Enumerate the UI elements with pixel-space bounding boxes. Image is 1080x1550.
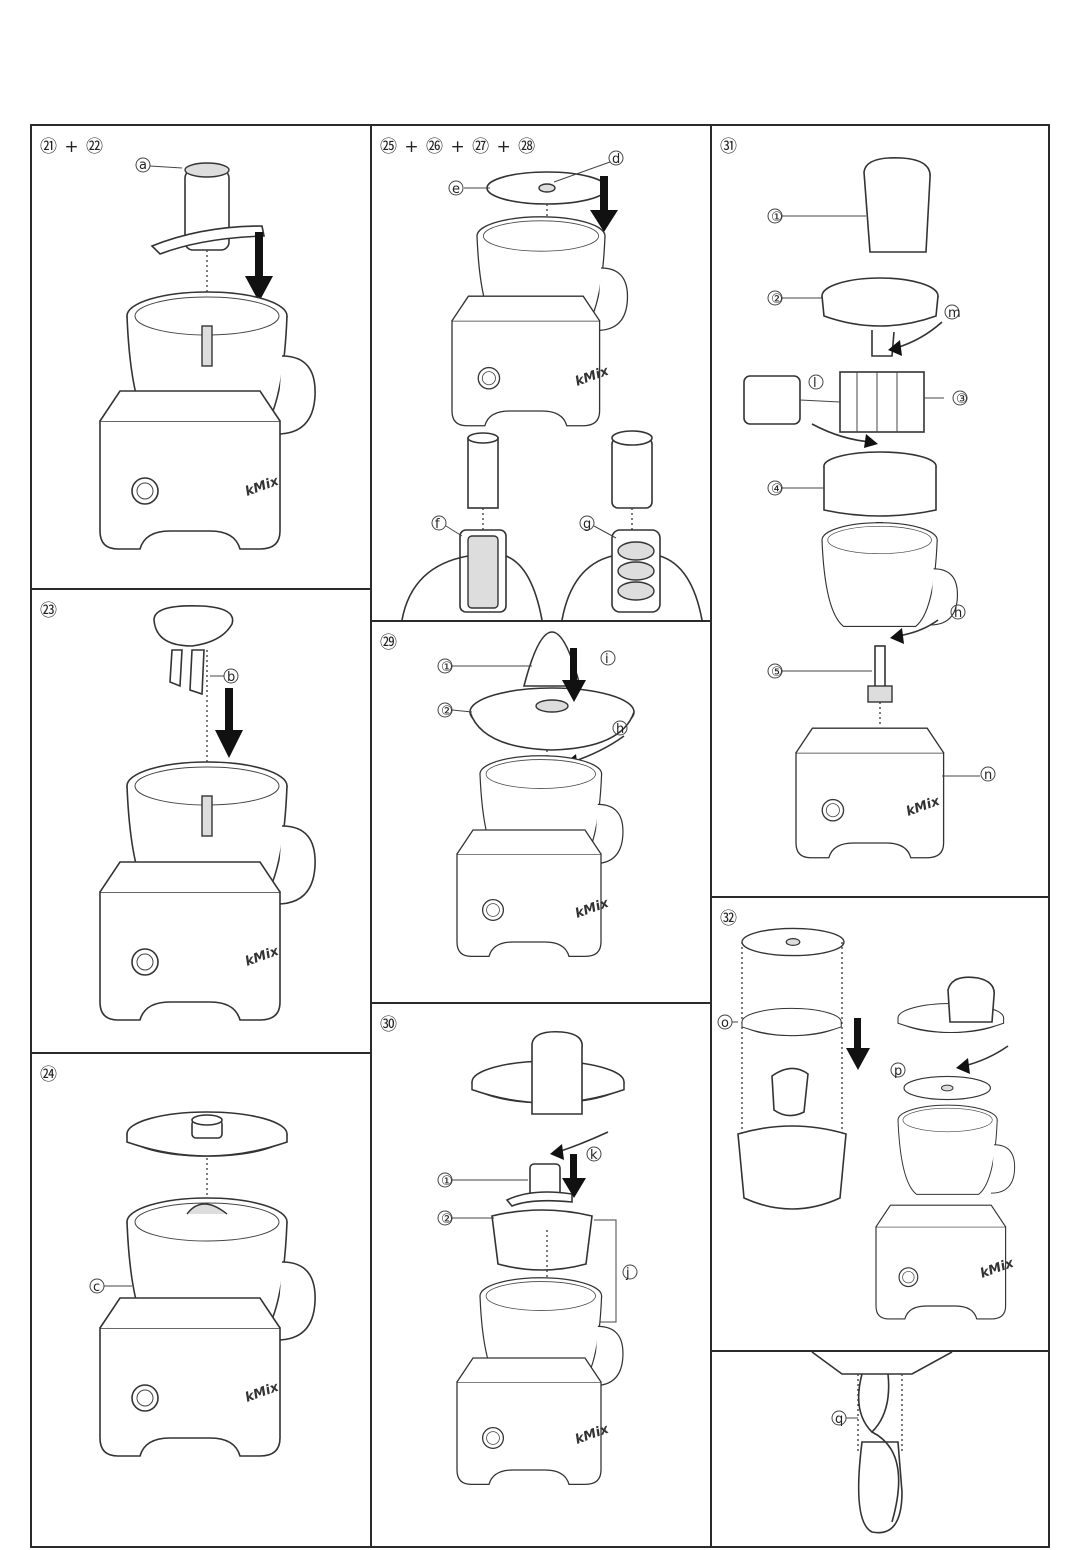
down-arrow-head-icon [562, 680, 586, 702]
panel-title: ㉕ + ㉖ + ㉗ + ㉘ [380, 137, 537, 157]
panel-23: ㉓ b kMix [30, 588, 372, 1054]
panel-32: ㉜ o p kMix [710, 896, 1050, 1352]
callout-2: ② [441, 704, 453, 719]
callout-c: c [93, 1280, 100, 1295]
callout-1: ① [771, 210, 783, 225]
callout-4: ④ [771, 482, 783, 497]
callout-a: a [139, 158, 147, 173]
callout-l: l [813, 376, 817, 391]
callout-1: ① [441, 660, 453, 675]
panel-25-28: ㉕ + ㉖ + ㉗ + ㉘ d e kMix f g [370, 124, 712, 622]
down-arrow-head-icon [590, 210, 618, 232]
callout-k: k [590, 1148, 598, 1163]
illustration-dicing-kit: ① ② m ③ l ④ h [743, 156, 996, 859]
panel-title: ㉓ [40, 601, 58, 621]
callout-h: h [616, 722, 624, 737]
callout-n: n [984, 768, 992, 783]
callout-5: ⑤ [771, 665, 783, 680]
panel-title: ㉛ [720, 137, 738, 157]
callout-b: b [227, 670, 235, 685]
callout-j: j [625, 1266, 630, 1281]
callout-3: ③ [956, 392, 968, 407]
callout-2: ② [441, 1212, 453, 1227]
callout-h: h [954, 606, 962, 621]
illustration-mini-bowl: k ① ② j kMix [437, 1030, 638, 1486]
blade [150, 225, 265, 255]
callout-d: d [612, 152, 620, 167]
panel-24: ㉔ c kMix [30, 1052, 372, 1548]
illustration-citrus-press: ① ② i h kMix [437, 631, 635, 958]
callout-m: m [948, 306, 961, 321]
panel-21-22: ㉑ + ㉒ a kMix [30, 124, 372, 590]
illustration-cord-wrap: q [811, 1352, 953, 1534]
callout-p: p [894, 1064, 902, 1079]
panel-title: ㉔ [40, 1065, 58, 1085]
down-arrow-icon [600, 176, 608, 214]
illustration-slicing-discs: d e kMix f g [401, 150, 703, 620]
down-arrow-icon [854, 1018, 861, 1052]
dicing-grid [839, 371, 925, 433]
down-arrow-icon [225, 688, 233, 734]
illustration-lid: c kMix [89, 1111, 316, 1457]
whisk-head [153, 604, 234, 647]
callout-2: ② [771, 292, 783, 307]
callout-o: o [721, 1016, 729, 1031]
down-arrow-head-icon [215, 730, 243, 758]
callout-f: f [435, 517, 440, 532]
down-arrow-icon [570, 648, 577, 684]
callout-i: i [605, 652, 609, 667]
panel-title: ㉑ + ㉒ [40, 137, 105, 157]
down-arrow-head-icon [846, 1048, 870, 1070]
panel-31: ㉛ ① ② m ③ l ④ [710, 124, 1050, 898]
panel-cord-storage: q [710, 1350, 1050, 1548]
panel-30: ㉚ k ① ② j kMix [370, 1002, 712, 1548]
callout-1: ① [441, 1174, 453, 1189]
illustration-whisk: b kMix [99, 604, 316, 1021]
panel-title: ㉜ [720, 909, 738, 929]
panel-title: ㉚ [380, 1015, 398, 1035]
panel-29: ㉙ ① ② i h kMix [370, 620, 712, 1004]
callout-g: g [583, 517, 591, 532]
down-arrow-head-icon [245, 276, 273, 302]
illustration-storage: o p kMix [717, 927, 1016, 1320]
detail-inset [743, 375, 801, 425]
callout-q: q [835, 1412, 843, 1427]
blade-cap [184, 162, 230, 178]
down-arrow-head-icon [562, 1178, 586, 1198]
illustration-chopping-blade: a kMix [99, 157, 316, 550]
callout-e: e [452, 182, 460, 197]
panel-title: ㉙ [380, 633, 398, 653]
down-arrow-icon [255, 232, 263, 280]
down-arrow-icon [570, 1154, 577, 1182]
plug [857, 1441, 903, 1534]
